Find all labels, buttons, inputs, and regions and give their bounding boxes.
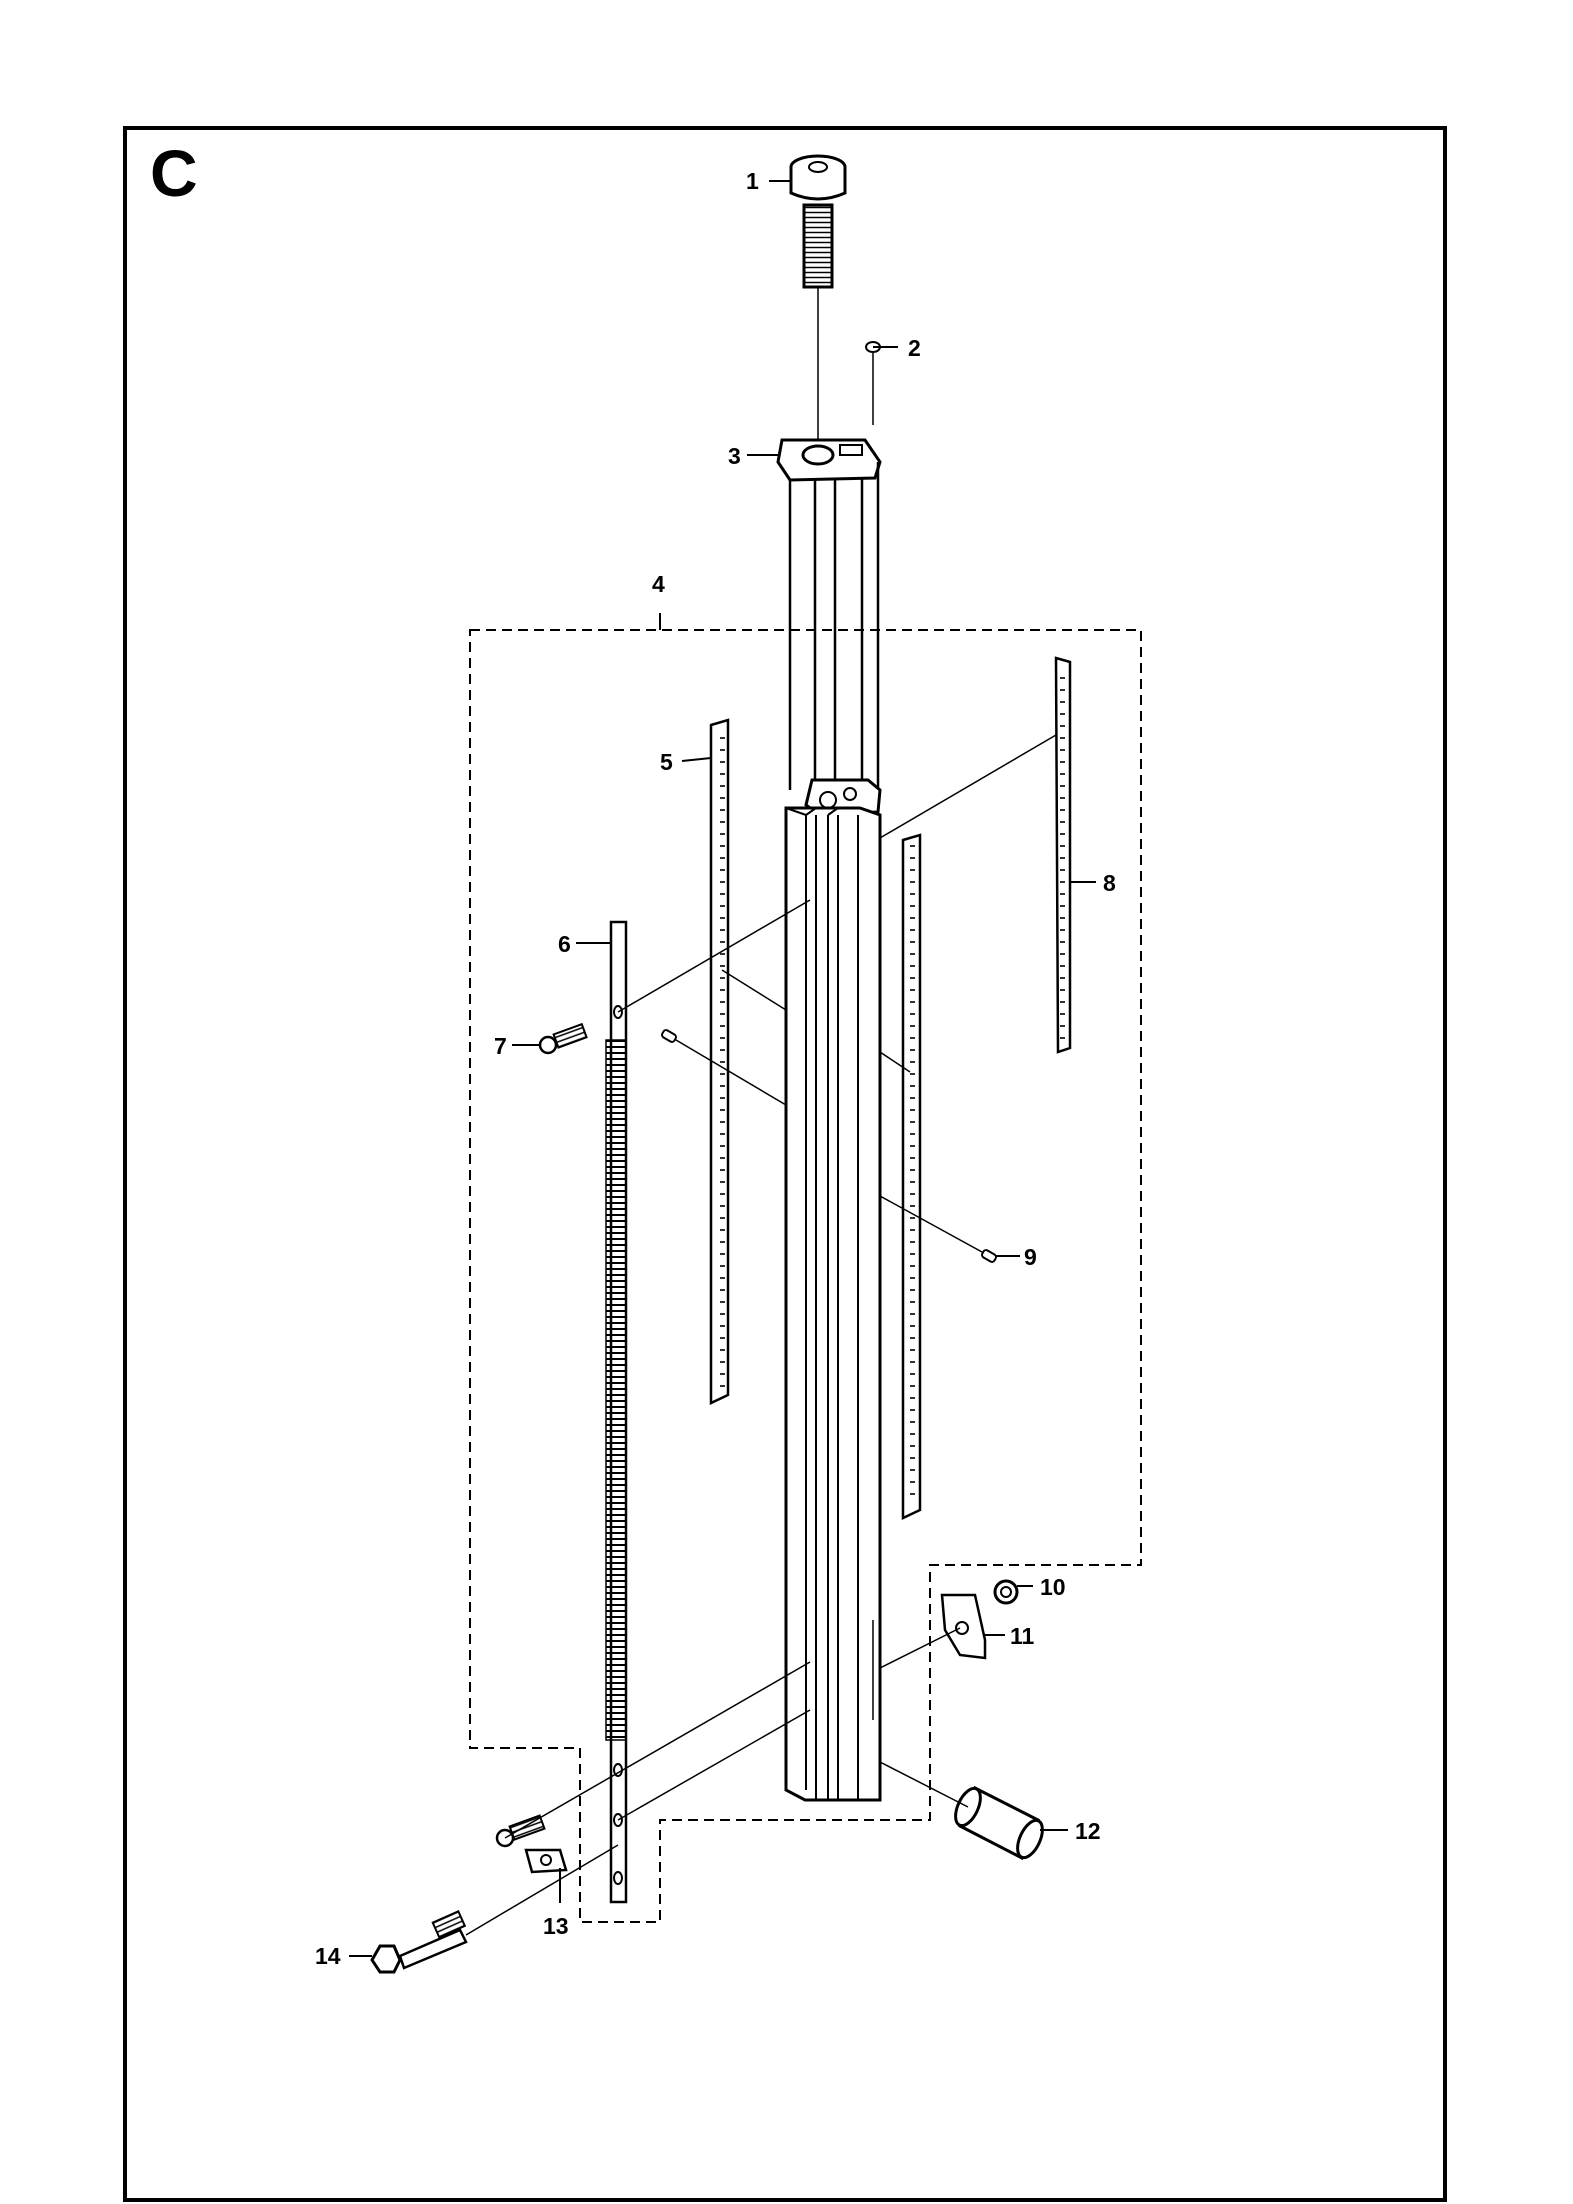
callout-5: 5: [660, 749, 673, 775]
callout-11: 11: [1010, 1623, 1035, 1649]
nut-10: [993, 1579, 1019, 1605]
pin-9: [981, 1249, 997, 1263]
cap-plate-3: [776, 438, 882, 482]
pin-left: [661, 1029, 677, 1043]
cylinder-12: [954, 1785, 1044, 1861]
callout-leaders: [349, 180, 1096, 1957]
column-top: [804, 778, 882, 817]
callout-9: 9: [1024, 1244, 1037, 1270]
scale-front: [901, 833, 922, 1520]
callout-13: 13: [543, 1913, 569, 1939]
callout-10: 10: [1040, 1574, 1066, 1600]
scale-8: [1054, 656, 1072, 1054]
callout-12: 12: [1075, 1818, 1101, 1844]
block-13: [524, 1848, 568, 1874]
callout-3: 3: [728, 443, 741, 469]
section-letter: C: [150, 136, 198, 210]
rack-6: [605, 920, 628, 1904]
callout-14: 14: [315, 1943, 341, 1969]
bolt-14: [370, 1909, 468, 1974]
screw-2: [865, 341, 881, 425]
scale-5: [709, 718, 730, 1405]
screw-7: [538, 1022, 588, 1055]
bolt-1: [789, 154, 847, 455]
callout-7: 7: [494, 1033, 507, 1059]
callout-2: 2: [908, 335, 921, 361]
callout-4: 4: [652, 571, 665, 597]
bracket-11: [940, 1593, 987, 1660]
inner-column: [788, 462, 880, 790]
callout-1: 1: [746, 168, 759, 194]
assembly-lines: [465, 734, 1057, 1936]
assembly-4-outline: [469, 629, 1142, 1923]
main-column: [784, 806, 882, 1802]
callout-8: 8: [1103, 870, 1116, 896]
callout-6: 6: [558, 931, 571, 957]
diagram-frame: [123, 126, 1447, 2202]
